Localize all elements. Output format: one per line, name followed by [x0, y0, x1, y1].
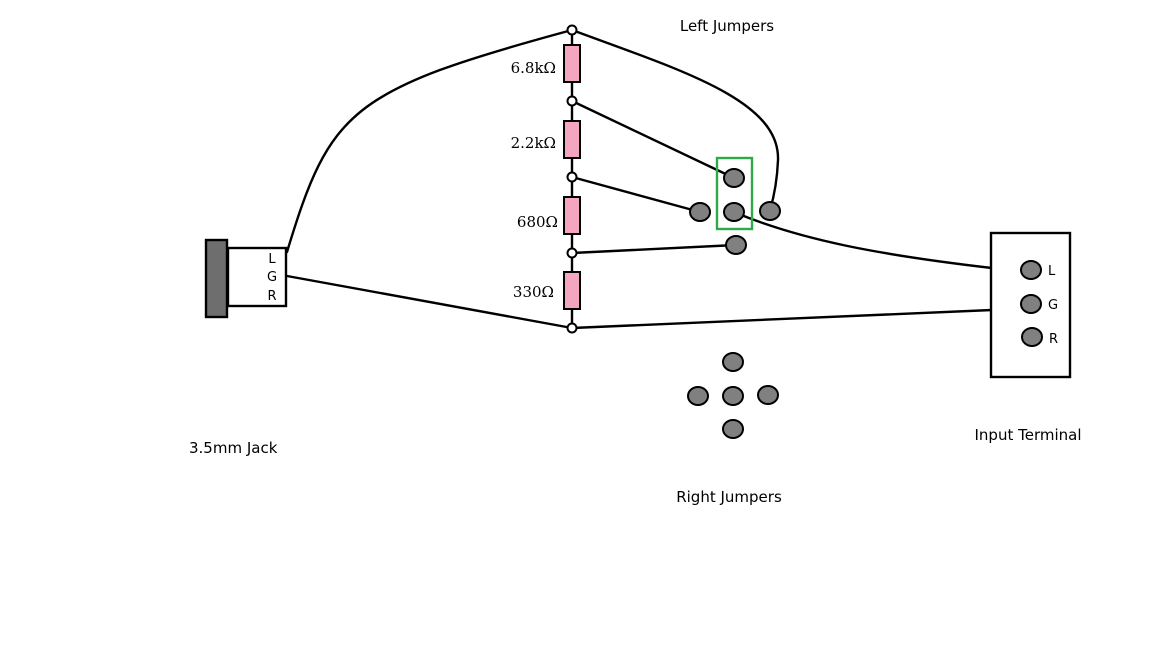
input-terminal-label: Input Terminal [975, 426, 1082, 444]
jack-pin-g: G [267, 270, 277, 285]
wire-node2-to-jumper-top [570, 99, 736, 180]
resistor-330 [563, 271, 581, 310]
resistor-label-680: 680Ω [517, 213, 558, 231]
right-jumper-left[interactable] [687, 386, 709, 406]
resistor-label-330: 330Ω [513, 283, 554, 301]
node-top [566, 24, 578, 36]
left-jumper-top[interactable] [723, 168, 745, 188]
wire-bottom-node-to-terminal-g [570, 308, 994, 330]
left-jumper-left[interactable] [689, 202, 711, 222]
node-4 [566, 247, 578, 259]
jack-plug [204, 238, 229, 319]
right-jumper-top[interactable] [722, 352, 744, 372]
right-jumper-center[interactable] [722, 386, 744, 406]
terminal-pin-r: R [1049, 332, 1058, 347]
wire-node3-to-jumper-left [570, 175, 702, 214]
right-jumper-bottom[interactable] [722, 419, 744, 439]
left-jumper-bottom[interactable] [725, 235, 747, 255]
terminal-pin-g: G [1048, 298, 1058, 313]
wire-jack-r-to-bottom-node [285, 274, 574, 330]
left-jumper-right[interactable] [759, 201, 781, 221]
terminal-pin-r-dot[interactable] [1021, 327, 1043, 347]
wire-top-node-to-left-jumper-right [570, 28, 780, 212]
jack-pin-l: L [268, 252, 276, 267]
resistor-label-2k2: 2.2kΩ [511, 134, 556, 152]
resistor-label-6k8: 6.8kΩ [511, 59, 556, 77]
terminal-pin-l: L [1048, 264, 1056, 279]
node-2 [566, 95, 578, 107]
wire-jack-l-to-top-node [285, 28, 574, 254]
wire-node4-to-jumper-bottom [570, 243, 738, 255]
left-jumper-center[interactable] [723, 202, 745, 222]
left-jumpers-label: Left Jumpers [680, 17, 774, 35]
jack-body [226, 246, 288, 308]
left-jumper-selection-box [715, 156, 754, 231]
resistor-6k8 [563, 44, 581, 83]
wire-jumper-center-to-terminal-l [732, 210, 994, 270]
resistor-680 [563, 196, 581, 235]
jack-pin-r: R [267, 289, 276, 304]
jack-label: 3.5mm Jack [189, 439, 278, 457]
right-jumpers-label: Right Jumpers [676, 488, 782, 506]
node-bottom [566, 322, 578, 334]
node-3 [566, 171, 578, 183]
resistor-2k2 [563, 120, 581, 159]
terminal-pin-l-dot[interactable] [1020, 260, 1042, 280]
terminal-pin-g-dot[interactable] [1020, 294, 1042, 314]
right-jumper-right[interactable] [757, 385, 779, 405]
